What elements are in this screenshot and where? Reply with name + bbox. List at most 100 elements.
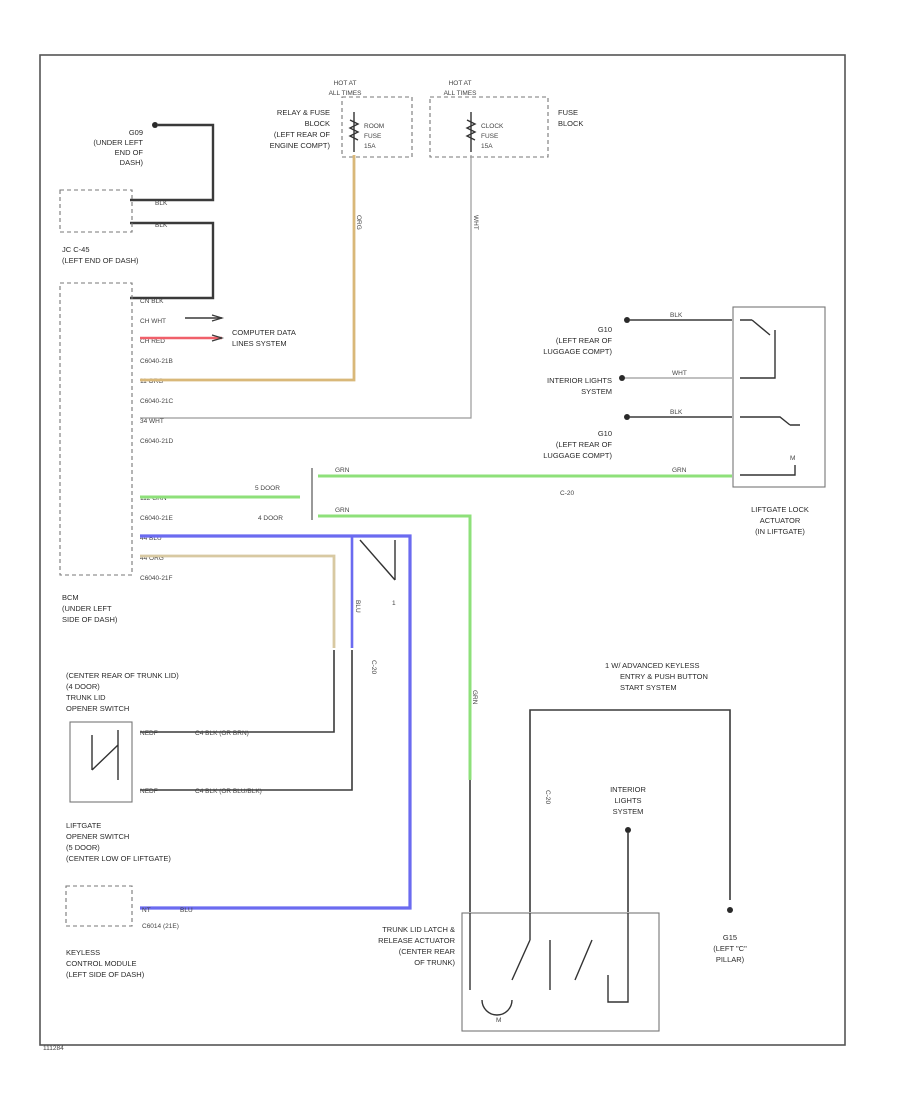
svg-text:(IN LIFTGATE): (IN LIFTGATE) xyxy=(755,527,805,536)
trunk-latch-motor-icon xyxy=(481,999,513,1016)
svg-text:C6040-21B: C6040-21B xyxy=(140,358,173,365)
svg-text:END OF: END OF xyxy=(115,148,144,157)
wire-blue-keyless xyxy=(140,534,412,910)
hot-at-all-times-2: HOT AT xyxy=(449,80,472,87)
fuse-block-label: FUSE xyxy=(558,108,578,117)
svg-text:OPENER SWITCH: OPENER SWITCH xyxy=(66,832,129,841)
svg-text:C6040-21C: C6040-21C xyxy=(140,398,174,405)
svg-text:34 WHT: 34 WHT xyxy=(140,418,164,425)
ground-g10b-icon xyxy=(624,414,630,420)
svg-text:LUGGAGE COMPT): LUGGAGE COMPT) xyxy=(543,451,612,460)
note-1: 1 W/ ADVANCED KEYLESS xyxy=(605,661,699,670)
bcm-pin-labels: CN BLK CH WHT CH RED C6040-21B 11 ORG C6… xyxy=(140,298,174,582)
svg-text:WHT: WHT xyxy=(672,370,687,377)
svg-text:(LEFT END OF DASH): (LEFT END OF DASH) xyxy=(62,256,139,265)
interior-lights-bottom-icon xyxy=(625,827,631,833)
svg-text:15A: 15A xyxy=(481,143,493,150)
svg-text:CONTROL MODULE: CONTROL MODULE xyxy=(66,959,137,968)
jc-connector-label: JC C-45 xyxy=(62,245,90,254)
trunk-latch-label: TRUNK LID LATCH & xyxy=(382,925,455,934)
ground-g15-label: G15 xyxy=(723,933,737,942)
interior-lights-connector-icon xyxy=(619,375,625,381)
svg-text:CN BLK: CN BLK xyxy=(140,298,164,305)
svg-text:OF TRUNK): OF TRUNK) xyxy=(414,958,455,967)
svg-text:C6014 (21E): C6014 (21E) xyxy=(142,923,179,930)
five-door-label: 5 DOOR xyxy=(255,485,280,492)
svg-text:TRUNK LID: TRUNK LID xyxy=(66,693,106,702)
relay-fuse-block-label: RELAY & FUSE xyxy=(277,108,330,117)
bcm-label: BCM xyxy=(62,593,79,602)
relay-fuse-block-box xyxy=(341,96,413,158)
opener-switch-icon xyxy=(91,730,119,780)
svg-text:BLOCK: BLOCK xyxy=(558,119,583,128)
wire-jc-to-bcm xyxy=(130,221,215,300)
liftgate-lock-motor: M xyxy=(790,455,795,462)
svg-text:(UNDER LEFT: (UNDER LEFT xyxy=(93,138,143,147)
svg-text:GRN: GRN xyxy=(471,690,478,705)
svg-text:BLOCK: BLOCK xyxy=(305,119,330,128)
ground-g10-icon xyxy=(624,317,630,323)
svg-text:15A: 15A xyxy=(364,143,376,150)
interior-lights-bottom-label: INTERIOR xyxy=(610,785,646,794)
keyless-module-box xyxy=(65,885,133,927)
svg-text:SIDE OF DASH): SIDE OF DASH) xyxy=(62,615,118,624)
svg-text:C6040-21F: C6040-21F xyxy=(140,575,173,582)
svg-text:CH RED: CH RED xyxy=(140,338,165,345)
ground-g09-icon xyxy=(152,122,158,128)
wire-white-clock-fuse xyxy=(140,155,472,419)
svg-text:M: M xyxy=(496,1017,501,1024)
svg-text:(LEFT REAR OF: (LEFT REAR OF xyxy=(556,440,613,449)
wire-tan-trunk-opener xyxy=(140,554,336,648)
svg-text:GRN: GRN xyxy=(335,507,350,514)
liftgate-lock-switch-icon xyxy=(740,319,776,379)
svg-text:ORG: ORG xyxy=(355,215,362,230)
four-door-label: 4 DOOR xyxy=(258,515,283,522)
c20-vertical-label: C-20 xyxy=(370,660,377,674)
svg-text:BLK: BLK xyxy=(155,222,168,229)
svg-text:ACTUATOR: ACTUATOR xyxy=(760,516,801,525)
svg-text:ENTRY & PUSH BUTTON: ENTRY & PUSH BUTTON xyxy=(620,672,708,681)
svg-text:CH WHT: CH WHT xyxy=(140,318,166,325)
jc-connector-box xyxy=(59,189,133,233)
svg-text:(UNDER LEFT: (UNDER LEFT xyxy=(62,604,112,613)
clock-fuse-label: CLOCK xyxy=(481,123,504,130)
svg-text:BLK: BLK xyxy=(155,200,168,207)
svg-text:ALL TIMES: ALL TIMES xyxy=(329,90,363,97)
svg-text:11 ORG: 11 ORG xyxy=(140,378,163,385)
keyless-module-label: KEYLESS xyxy=(66,948,100,957)
svg-text:START SYSTEM: START SYSTEM xyxy=(620,683,677,692)
svg-text:FUSE: FUSE xyxy=(364,133,382,140)
wire-trunk-opener-1 xyxy=(140,650,335,733)
diode-switch-icon xyxy=(359,539,396,581)
svg-text:DASH): DASH) xyxy=(120,158,144,167)
svg-text:BLU: BLU xyxy=(354,600,361,613)
svg-text:ENGINE COMPT): ENGINE COMPT) xyxy=(270,141,331,150)
svg-text:RELEASE ACTUATOR: RELEASE ACTUATOR xyxy=(378,936,455,945)
trunk-opener-label: (CENTER REAR OF TRUNK LID) xyxy=(66,671,179,680)
wire-g09 xyxy=(130,123,215,202)
liftgate-lock-label: LIFTGATE LOCK xyxy=(751,505,809,514)
wire-note-1-circuit xyxy=(529,709,731,912)
svg-text:NEDF: NEDF xyxy=(140,730,158,737)
svg-text:C4 BLK (OR BLU/BLK): C4 BLK (OR BLU/BLK) xyxy=(195,788,262,795)
c20-label: C-20 xyxy=(560,490,574,497)
svg-text:(LEFT REAR OF: (LEFT REAR OF xyxy=(556,336,613,345)
svg-text:SYSTEM: SYSTEM xyxy=(581,387,612,396)
svg-text:(CENTER REAR: (CENTER REAR xyxy=(399,947,456,956)
marker-1: 1 xyxy=(392,600,396,607)
ground-g09-id: G09 xyxy=(129,128,143,137)
svg-text:(CENTER LOW OF LIFTGATE): (CENTER LOW OF LIFTGATE) xyxy=(66,854,171,863)
room-fuse-symbol xyxy=(348,112,360,152)
diagram-code: 111284 xyxy=(43,1045,64,1052)
svg-text:44 BLU: 44 BLU xyxy=(140,535,162,542)
ground-g15-icon xyxy=(727,907,733,913)
trunk-latch-switches-icon xyxy=(469,913,629,1003)
ground-g10-label: G10 xyxy=(598,325,612,334)
svg-text:C4 BLK (OR BRN): C4 BLK (OR BRN) xyxy=(195,730,249,737)
wire-orange-room-fuse xyxy=(140,155,356,382)
svg-text:GRN: GRN xyxy=(672,467,687,474)
svg-text:NEDF: NEDF xyxy=(140,788,158,795)
computer-data-lines-label: COMPUTER DATA xyxy=(232,328,296,337)
clock-fuse-symbol xyxy=(465,112,477,152)
